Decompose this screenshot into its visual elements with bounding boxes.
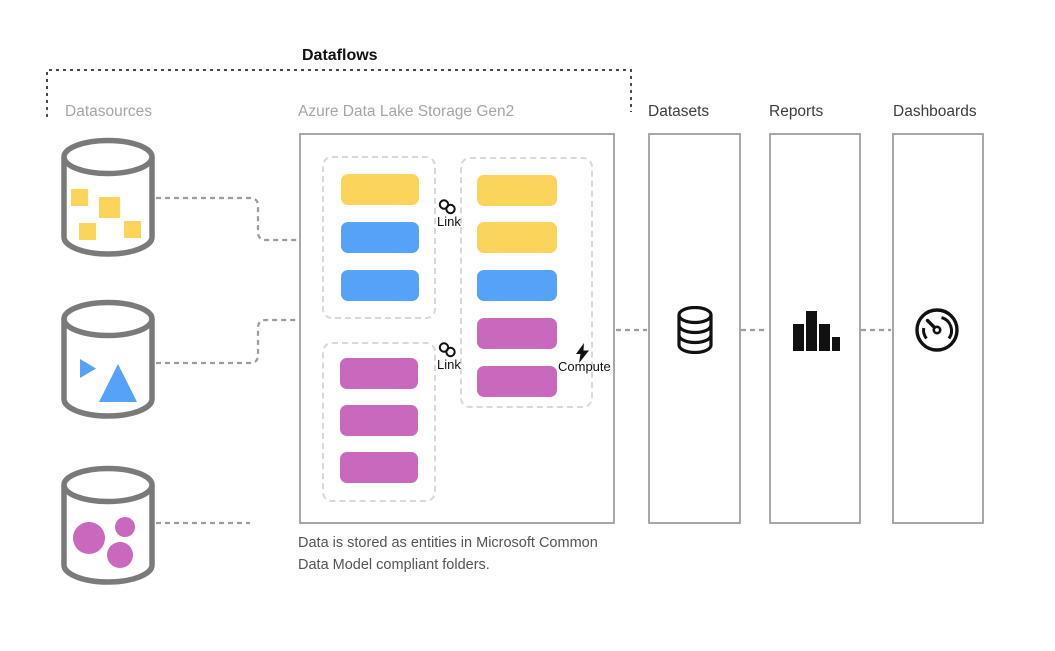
cdm-folder-group xyxy=(460,157,593,408)
ingest-group-top xyxy=(322,156,436,319)
chain-link-icon xyxy=(438,342,456,358)
datasources-label: Datasources xyxy=(65,103,153,120)
link-bottom-label: Link xyxy=(437,357,461,372)
datasets-box xyxy=(648,133,741,524)
link-top-label: Link xyxy=(437,214,461,229)
bar-chart-icon xyxy=(793,311,840,351)
datasets-label: Datasets xyxy=(648,103,710,120)
database-icon xyxy=(677,306,713,354)
adls-label: Azure Data Lake Storage Gen2 xyxy=(298,103,515,120)
entity-bar-pink xyxy=(340,405,418,436)
entity-bar-blue xyxy=(341,222,419,253)
entity-bar-yellow xyxy=(341,174,419,205)
datasource-cylinder-blue-icon xyxy=(61,299,155,419)
yellow-square-shapes xyxy=(71,189,141,240)
chain-link-icon xyxy=(438,199,456,215)
entity-bar-pink xyxy=(340,452,418,483)
pink-circle-shapes xyxy=(73,517,135,568)
dashboards-label: Dashboards xyxy=(893,103,977,120)
adls-caption: Data is stored as entities in Microsoft … xyxy=(298,535,598,574)
entity-bar-pink xyxy=(340,358,418,389)
datasource-cylinder-pink-icon xyxy=(61,465,155,585)
entity-bar-yellow xyxy=(477,222,557,253)
connector-datasource1-adls xyxy=(156,196,298,242)
blue-triangle-shapes xyxy=(80,359,137,402)
entity-bar-pink xyxy=(477,366,557,397)
reports-label: Reports xyxy=(769,103,824,120)
datasource-cylinder-yellow-icon xyxy=(61,137,155,257)
gauge-icon xyxy=(915,308,959,352)
entity-bar-pink xyxy=(477,318,557,349)
entity-bar-yellow xyxy=(477,175,557,206)
diagram-title: Dataflows xyxy=(302,47,378,64)
ingest-group-bottom xyxy=(322,342,436,502)
compute-label: Compute xyxy=(558,359,611,374)
connector-datasource2-adls xyxy=(156,318,298,365)
entity-bar-blue xyxy=(341,270,419,301)
lightning-bolt-icon xyxy=(576,343,589,363)
entity-bar-blue xyxy=(477,270,557,301)
